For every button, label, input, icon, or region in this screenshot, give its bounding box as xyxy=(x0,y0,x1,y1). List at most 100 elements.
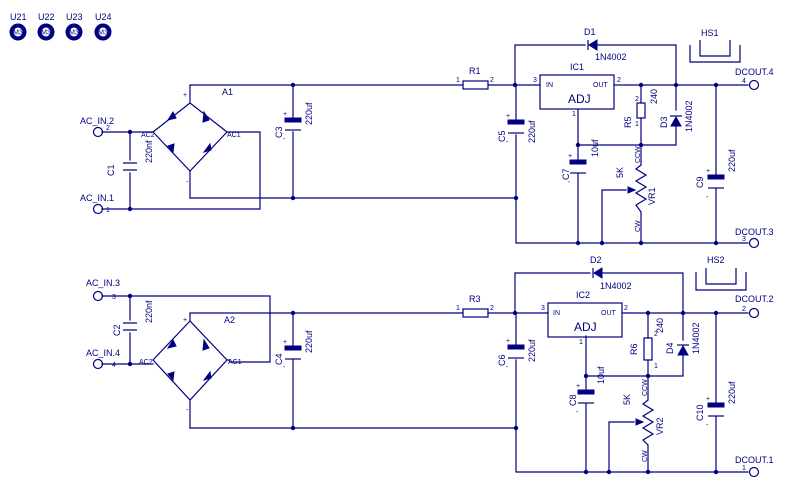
cap-plus: + xyxy=(283,339,287,346)
dcout-4-connector: DCOUT.4 4 xyxy=(735,67,774,91)
mount-u23: M3 U23 xyxy=(65,12,83,41)
resistor-r6: R6 240 2 1 xyxy=(629,318,665,370)
component-value: 1N4002 xyxy=(600,281,632,291)
mount-label: U24 xyxy=(95,12,112,22)
component-ref: VR1 xyxy=(647,187,657,205)
ac-in-3-connector: AC_IN.3 3 xyxy=(86,278,131,302)
pin-number: 2 xyxy=(624,305,628,312)
pin-number: 2 xyxy=(490,305,494,312)
connector-label: AC_IN.2 xyxy=(80,116,114,126)
component-value: 220uf xyxy=(727,149,737,172)
mount-label: U21 xyxy=(10,12,27,22)
component-ref: IC1 xyxy=(570,62,584,72)
pin-number: 3 xyxy=(112,294,116,301)
capacitor-c1: C1 220nf xyxy=(106,140,154,176)
bridge-rectifier-a1: A1 + - AC2 AC1 xyxy=(141,85,241,199)
bridge-pin-ac1: AC1 xyxy=(227,132,241,139)
connector-label: DCOUT.1 xyxy=(735,455,774,465)
mount-u22: M3 U22 xyxy=(37,12,55,41)
component-ref: D2 xyxy=(590,255,602,265)
diode-d4: D4 1N4002 xyxy=(665,322,701,356)
pin-number: 2 xyxy=(106,125,110,132)
pin-number: 2 xyxy=(654,331,658,338)
component-ref: D1 xyxy=(584,27,596,37)
connector-label: AC_IN.4 xyxy=(86,348,120,358)
component-ref: C10 xyxy=(695,404,705,421)
capacitor-c9: + - C9 220uf xyxy=(695,149,737,201)
component-ref: D4 xyxy=(665,342,675,354)
pin-number: 1 xyxy=(742,465,746,472)
connector-label: AC_IN.3 xyxy=(86,278,120,288)
connector-label: DCOUT.4 xyxy=(735,67,774,77)
diode-d2: D2 1N4002 xyxy=(590,255,632,291)
pin-number: 2 xyxy=(635,96,639,103)
ic-pin-out: OUT xyxy=(593,82,609,89)
component-value: 220nf xyxy=(144,140,154,163)
component-ref: C4 xyxy=(274,353,284,365)
ac-in-4-connector: AC_IN.4 4 xyxy=(86,348,131,370)
heatsink-hs1: HS1 xyxy=(689,28,741,63)
mount-u21: M3 U21 xyxy=(9,12,27,41)
ac-in-1-connector: AC_IN.1 1 xyxy=(80,193,131,215)
bridge-pin-minus: - xyxy=(186,407,189,414)
pin-number: 3 xyxy=(533,77,537,84)
resistor-r1: R1 1 2 xyxy=(456,66,494,90)
resistor-r5: R5 240 2 1 xyxy=(623,89,659,128)
pin-number: 1 xyxy=(579,339,583,346)
connector-label: AC_IN.1 xyxy=(80,193,114,203)
bridge-pin-ac2: AC2 xyxy=(139,359,153,366)
component-value: 1N4002 xyxy=(595,52,627,62)
cap-plus: + xyxy=(576,383,580,390)
component-ref: A2 xyxy=(224,315,235,325)
component-value: 220uf xyxy=(304,102,314,125)
bridge-pin-plus: + xyxy=(183,92,187,99)
component-value: 10uf xyxy=(590,139,600,157)
pin-number: 1 xyxy=(635,121,639,128)
cap-minus: - xyxy=(706,422,709,429)
component-ref: C9 xyxy=(695,176,705,188)
cap-plus: + xyxy=(706,168,710,175)
pin-number: 2 xyxy=(742,306,746,313)
capacitor-c2: C2 220nf xyxy=(112,300,154,336)
component-value: 240 xyxy=(655,318,665,333)
component-ref: C5 xyxy=(497,130,507,142)
pin-number: 1 xyxy=(456,305,460,312)
cap-minus: - xyxy=(283,364,286,371)
component-value: 220nf xyxy=(144,300,154,323)
component-ref: C6 xyxy=(497,354,507,366)
pin-number: 4 xyxy=(742,78,746,85)
pin-number: 1 xyxy=(572,111,576,118)
bridge-pin-ac1: AC1 xyxy=(228,359,242,366)
component-ref: R3 xyxy=(469,294,481,304)
dcout-1-connector: DCOUT.1 1 xyxy=(735,455,774,478)
pot-pin-cw: CW xyxy=(635,220,642,232)
mount-symbol: M3 xyxy=(69,30,79,37)
connector-label: DCOUT.2 xyxy=(735,294,774,304)
cap-plus: + xyxy=(506,338,510,345)
pin-number: 1 xyxy=(456,77,460,84)
dcout-2-connector: DCOUT.2 2 xyxy=(735,294,774,319)
cap-minus: - xyxy=(506,139,509,146)
bridge-pin-minus: - xyxy=(186,179,189,186)
pin-number: 3 xyxy=(742,236,746,243)
cap-plus: + xyxy=(283,111,287,118)
component-ref: C8 xyxy=(568,394,578,406)
capacitor-c5: + - C5 220uf xyxy=(497,113,537,146)
cap-plus: + xyxy=(568,153,572,160)
component-ref: C1 xyxy=(106,164,116,176)
pin-number: 1 xyxy=(106,207,110,214)
component-ref: D3 xyxy=(659,116,669,128)
bridge-pin-ac2: AC2 xyxy=(141,132,155,139)
heatsink-hs2: HS2 xyxy=(695,255,747,291)
resistor-r3: R3 1 2 xyxy=(456,294,494,318)
mount-label: U22 xyxy=(38,12,55,22)
mount-u24: M3 U24 xyxy=(94,12,112,41)
potentiometer-vr1: 5K VR1 CCW CW xyxy=(615,146,657,232)
regulator-ic1: IC1 IN OUT ADJ 3 2 1 xyxy=(533,62,627,118)
capacitor-c8: + - C8 10uf xyxy=(568,366,606,416)
mount-symbol: M3 xyxy=(41,30,51,37)
bridge-pin-plus: + xyxy=(183,317,187,324)
channel-2: AC_IN.3 3 AC_IN.4 4 C2 220nf A2 + - xyxy=(86,255,774,478)
pin-number: 1 xyxy=(654,363,658,370)
bridge-rectifier-a2: A2 + - AC2 AC1 xyxy=(139,313,242,429)
